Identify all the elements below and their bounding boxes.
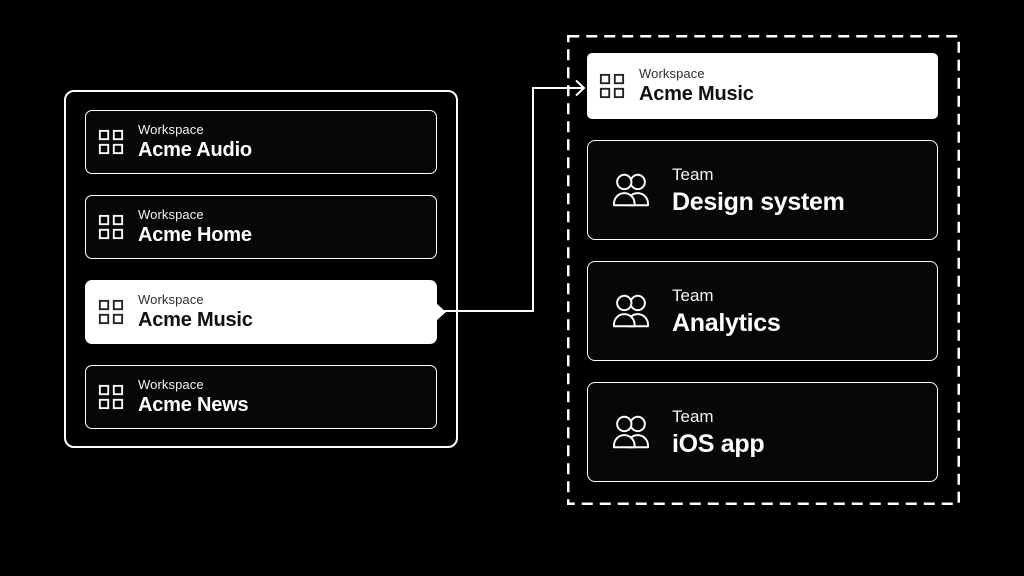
workspace-type-label: Workspace	[639, 65, 705, 81]
workspace-card-acme-music-selected[interactable]: Workspace Acme Music	[85, 280, 446, 344]
workspace-grid-icon	[98, 384, 124, 410]
workspace-title: Acme News	[138, 394, 249, 417]
team-card-design-system[interactable]: Team Design system	[587, 140, 938, 240]
workspace-title: Acme Music	[138, 309, 253, 332]
workspace-type-label: Workspace	[138, 376, 204, 392]
team-title: Design system	[672, 187, 845, 216]
selected-card-pointer	[436, 303, 446, 321]
workspace-grid-icon	[98, 299, 124, 325]
workspace-grid-icon	[599, 73, 625, 99]
workspace-list-panel: Workspace Acme Audio Workspace Acme Home	[64, 90, 458, 448]
workspace-detail-panel: Workspace Acme Music Team Design system	[567, 35, 960, 505]
workspace-card-acme-audio[interactable]: Workspace Acme Audio	[85, 110, 437, 174]
two-people-icon	[610, 173, 652, 207]
workspace-grid-icon	[98, 129, 124, 155]
workspace-header-card-acme-music[interactable]: Workspace Acme Music	[587, 53, 938, 119]
team-type-label: Team	[672, 164, 714, 184]
team-title: iOS app	[672, 429, 765, 458]
team-type-label: Team	[672, 285, 714, 305]
workspace-type-label: Workspace	[138, 121, 204, 137]
workspace-type-label: Workspace	[138, 291, 204, 307]
workspace-type-label: Workspace	[138, 206, 204, 222]
workspace-card-acme-news[interactable]: Workspace Acme News	[85, 365, 437, 429]
two-people-icon	[610, 294, 652, 328]
workspace-card-acme-home[interactable]: Workspace Acme Home	[85, 195, 437, 259]
team-type-label: Team	[672, 406, 714, 426]
two-people-icon	[610, 415, 652, 449]
workspace-grid-icon	[98, 214, 124, 240]
workspace-title: Acme Music	[639, 83, 754, 106]
team-title: Analytics	[672, 308, 781, 337]
team-card-analytics[interactable]: Team Analytics	[587, 261, 938, 361]
workspace-title: Acme Home	[138, 224, 252, 247]
workspace-title: Acme Audio	[138, 139, 252, 162]
team-card-ios-app[interactable]: Team iOS app	[587, 382, 938, 482]
